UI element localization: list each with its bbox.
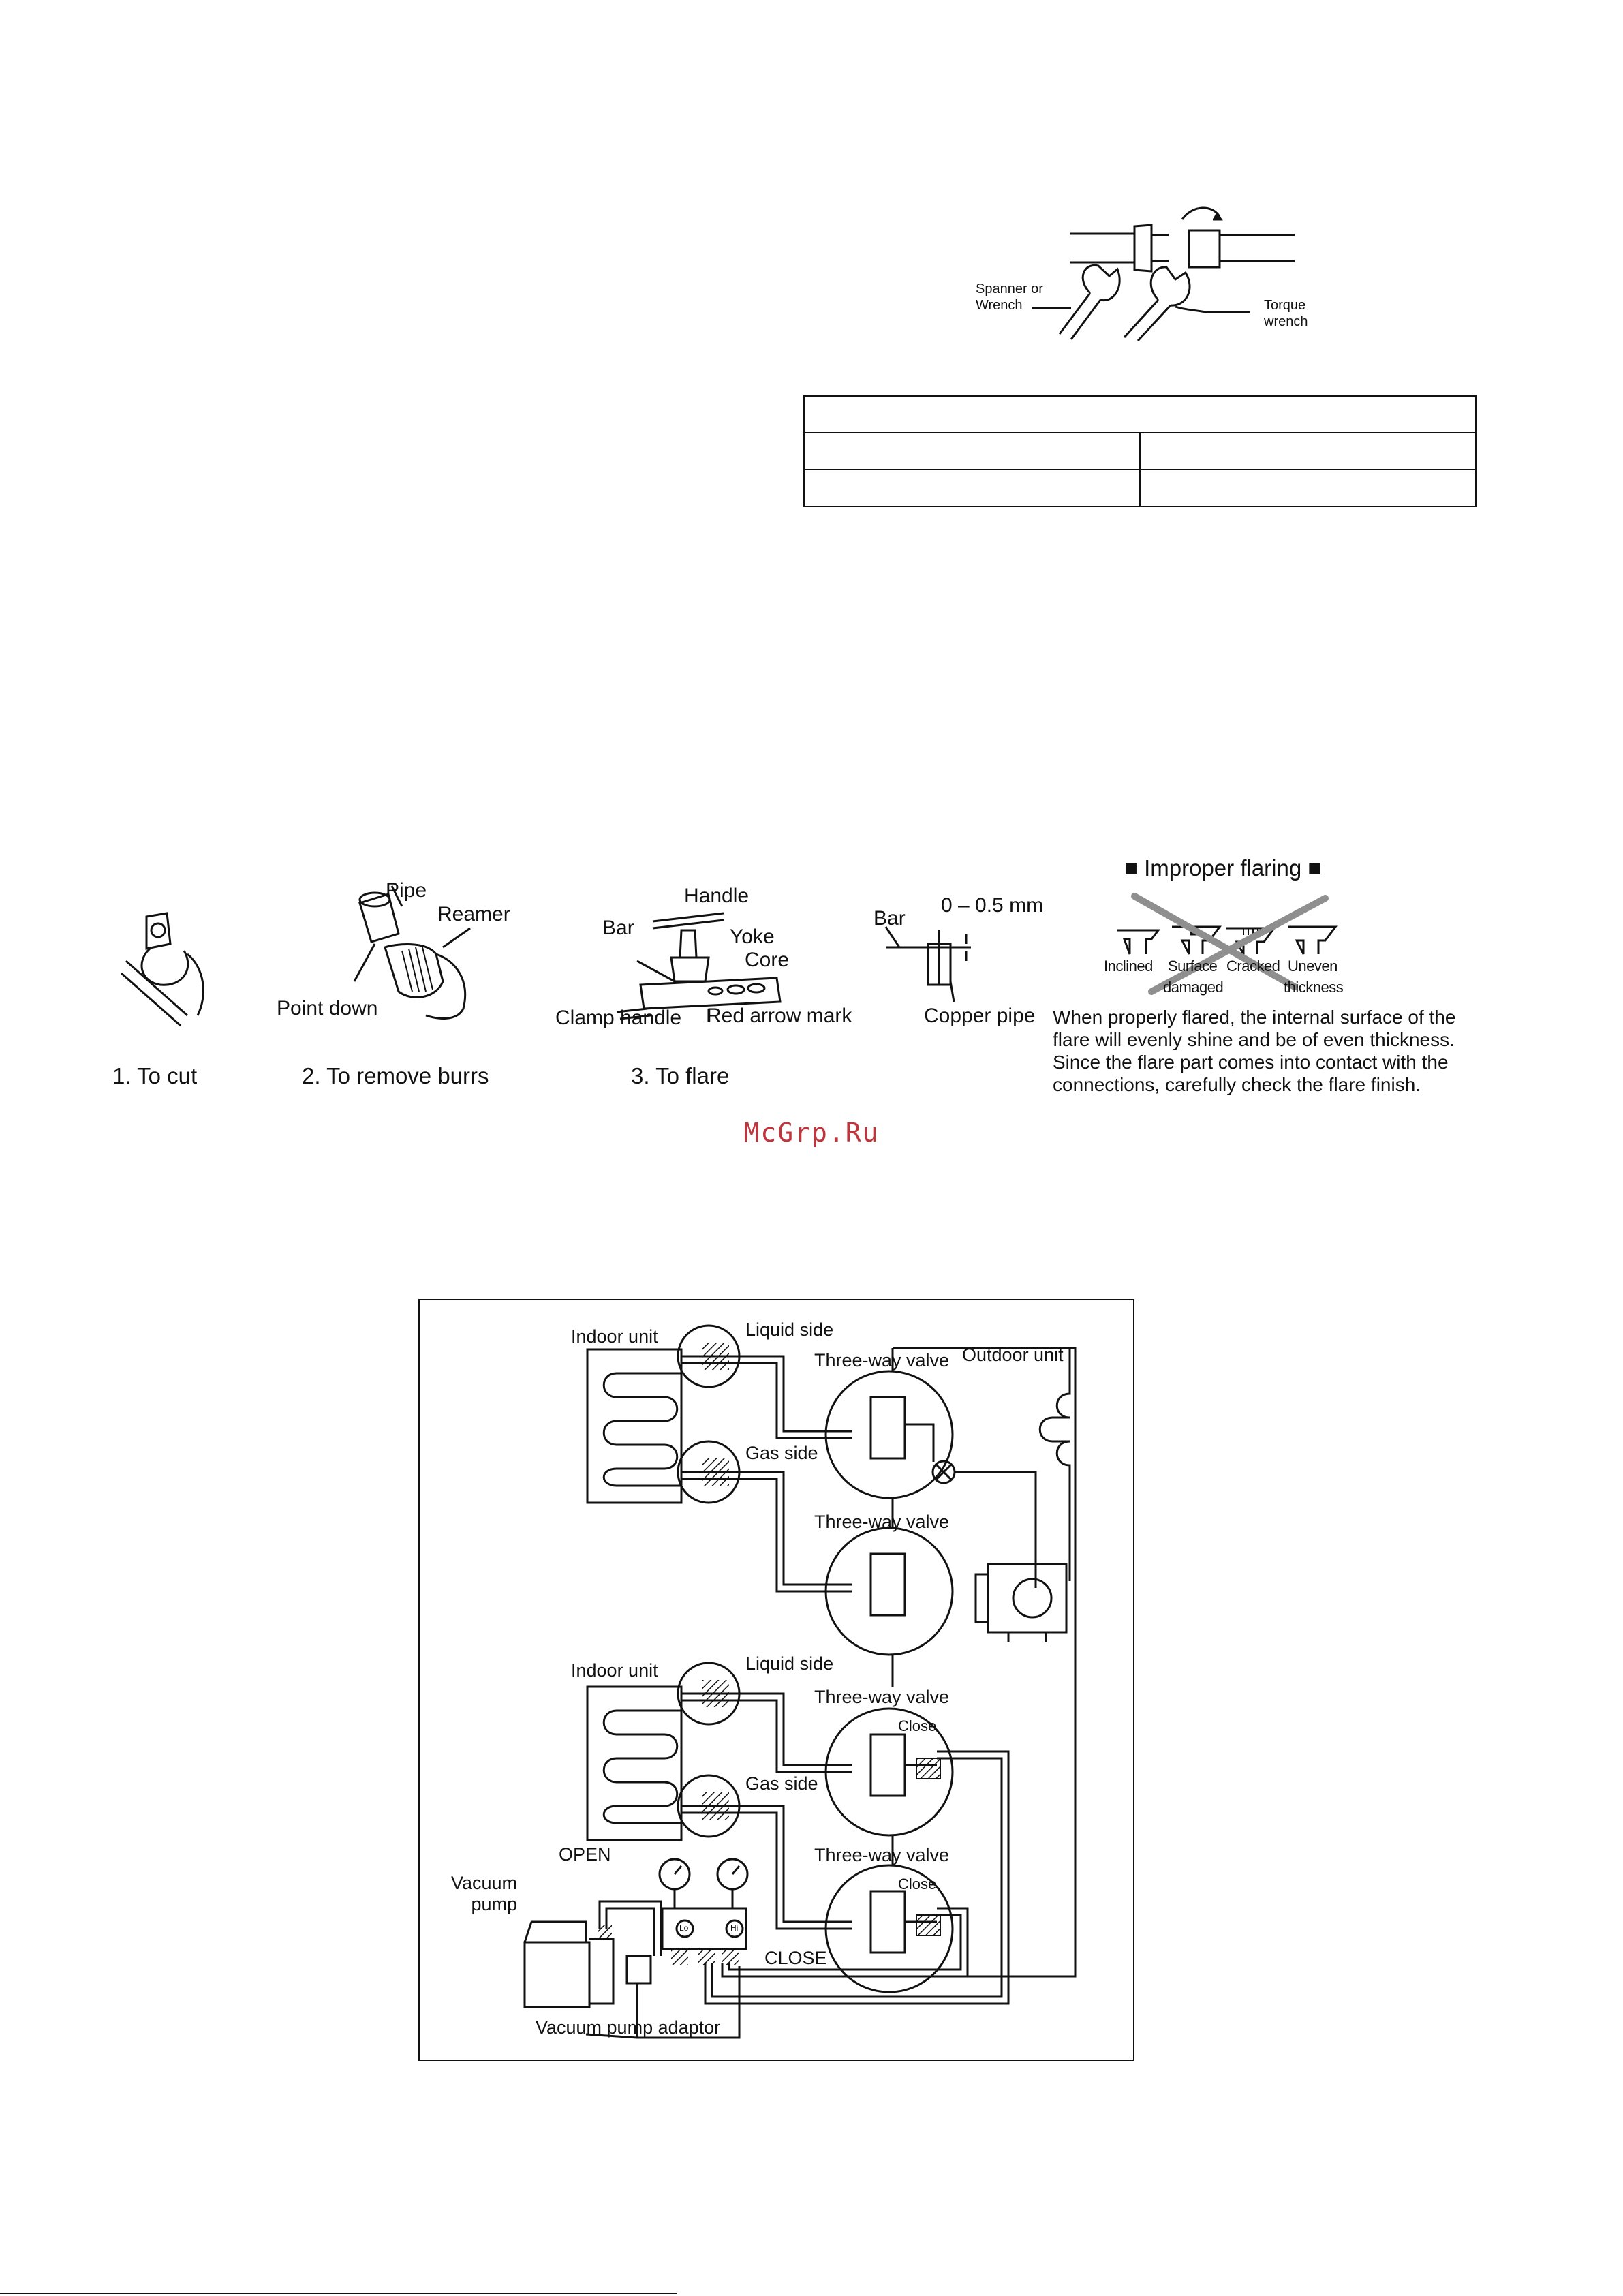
table-row bbox=[803, 395, 1477, 433]
table-cell bbox=[1139, 432, 1477, 470]
note-line: connections, carefully check the flare f… bbox=[1053, 1074, 1421, 1095]
thickness-label: thickness bbox=[1284, 979, 1344, 996]
torque-table bbox=[803, 395, 1477, 507]
close-gauge-label: CLOSE bbox=[764, 1948, 827, 1968]
compressor-icon bbox=[987, 1563, 1068, 1634]
hatch-icon bbox=[916, 1914, 941, 1936]
table-cell bbox=[1139, 469, 1477, 507]
hatch-icon bbox=[598, 1925, 612, 1939]
uneven-label: Uneven bbox=[1288, 958, 1338, 975]
yoke-label: Yoke bbox=[730, 925, 775, 948]
footer-rule bbox=[0, 2293, 677, 2294]
open-label: OPEN bbox=[559, 1844, 611, 1865]
cracked-label: Cracked bbox=[1226, 958, 1280, 975]
step-to-flare: 3. To flare bbox=[631, 1063, 730, 1088]
improper-flaring-title: ■ Improper flaring ■ bbox=[1124, 855, 1322, 881]
note-line: flare will evenly shine and be of even t… bbox=[1053, 1029, 1455, 1050]
hatch-icon bbox=[698, 1950, 715, 1965]
step-to-cut: 1. To cut bbox=[112, 1063, 198, 1088]
torque-wrench-icon bbox=[1123, 266, 1250, 342]
vacuum-pump-adaptor-icon bbox=[625, 1955, 652, 1985]
reamer-label: Reamer bbox=[437, 903, 510, 925]
point-down-label: Point down bbox=[277, 997, 378, 1020]
bottom-three-way-valve-2-label: Three-way valve bbox=[814, 1845, 950, 1865]
top-three-way-valve-1-label: Three-way valve bbox=[814, 1350, 950, 1371]
hatch-icon bbox=[916, 1758, 941, 1779]
clamp-handle-label: Clamp handle bbox=[555, 1007, 682, 1029]
bottom-indoor-unit-label: Indoor unit bbox=[571, 1660, 658, 1681]
vacuum-pump-icon bbox=[523, 1900, 741, 2039]
core-label: Core bbox=[745, 949, 790, 971]
top-three-way-valve-2-label: Three-way valve bbox=[814, 1512, 950, 1532]
diagram-frame bbox=[418, 1299, 1134, 2061]
pipe-cutter-icon bbox=[121, 912, 204, 1027]
improper-flaring-icons bbox=[1117, 925, 1338, 958]
outdoor-unit-label: Outdoor unit bbox=[962, 1345, 1064, 1365]
flaring-tool-icon bbox=[616, 912, 782, 1022]
table-cell bbox=[803, 469, 1141, 507]
bar-label: Bar bbox=[602, 917, 634, 939]
watermark: McGrp.Ru bbox=[743, 1118, 880, 1148]
bottom-three-way-valve-1-label: Three-way valve bbox=[814, 1687, 950, 1707]
bottom-piping bbox=[681, 1692, 1010, 2005]
hi-label: Hi bbox=[730, 1923, 739, 1933]
top-indoor-unit bbox=[586, 1348, 683, 1504]
table-header-cell bbox=[803, 395, 1477, 433]
top-indoor-unit-label: Indoor unit bbox=[571, 1326, 658, 1347]
manifold-gauge-icon bbox=[658, 1858, 749, 1950]
flare-gauge-icon bbox=[884, 926, 971, 1002]
gap-label: 0 – 0.5 mm bbox=[941, 894, 1044, 917]
bottom-indoor-unit bbox=[586, 1685, 683, 1841]
spanner-or-wrench-label: Spanner or Wrench bbox=[976, 281, 1043, 313]
table-row bbox=[803, 469, 1477, 507]
gauge-bar-label: Bar bbox=[874, 907, 906, 930]
surface-label: Surface bbox=[1168, 958, 1218, 975]
copper-pipe-label: Copper pipe bbox=[924, 1005, 1036, 1027]
bottom-gas-side-label: Gas side bbox=[745, 1773, 818, 1794]
reamer-icon bbox=[353, 885, 471, 1020]
pipe-label: Pipe bbox=[386, 879, 427, 902]
hatch-icon bbox=[671, 1950, 688, 1965]
flaring-note: When properly flared, the internal surfa… bbox=[1053, 1006, 1462, 1096]
inclined-label: Inclined bbox=[1104, 958, 1153, 975]
bottom-liquid-side-label: Liquid side bbox=[745, 1653, 834, 1674]
close-1-label: Close bbox=[898, 1717, 937, 1734]
table-cell bbox=[803, 432, 1141, 470]
lo-label: Lo bbox=[679, 1923, 689, 1933]
hatch-icon bbox=[722, 1950, 739, 1965]
top-piping bbox=[681, 1347, 1077, 1978]
step-to-remove-burrs: 2. To remove burrs bbox=[302, 1063, 489, 1088]
torque-wrench-label: Torque wrench bbox=[1264, 298, 1308, 329]
vacuum-pump-label: Vacuum pump bbox=[451, 1873, 518, 1914]
handle-label: Handle bbox=[684, 885, 749, 907]
cross-out-mark bbox=[1131, 893, 1329, 995]
spanner-icon bbox=[1032, 264, 1121, 340]
pipe-connection-icon bbox=[1070, 206, 1295, 273]
top-gas-side-label: Gas side bbox=[745, 1443, 818, 1463]
table-row bbox=[803, 432, 1477, 470]
note-line: When properly flared, the internal surfa… bbox=[1053, 1007, 1456, 1028]
damaged-label: damaged bbox=[1163, 979, 1224, 996]
vacuum-pump-adaptor-label: Vacuum pump adaptor bbox=[536, 2017, 721, 2038]
close-2-label: Close bbox=[898, 1876, 937, 1893]
top-liquid-side-label: Liquid side bbox=[745, 1319, 834, 1340]
note-line: Since the flare part comes into contact … bbox=[1053, 1052, 1449, 1073]
red-arrow-mark-label: Red arrow mark bbox=[707, 1005, 852, 1027]
